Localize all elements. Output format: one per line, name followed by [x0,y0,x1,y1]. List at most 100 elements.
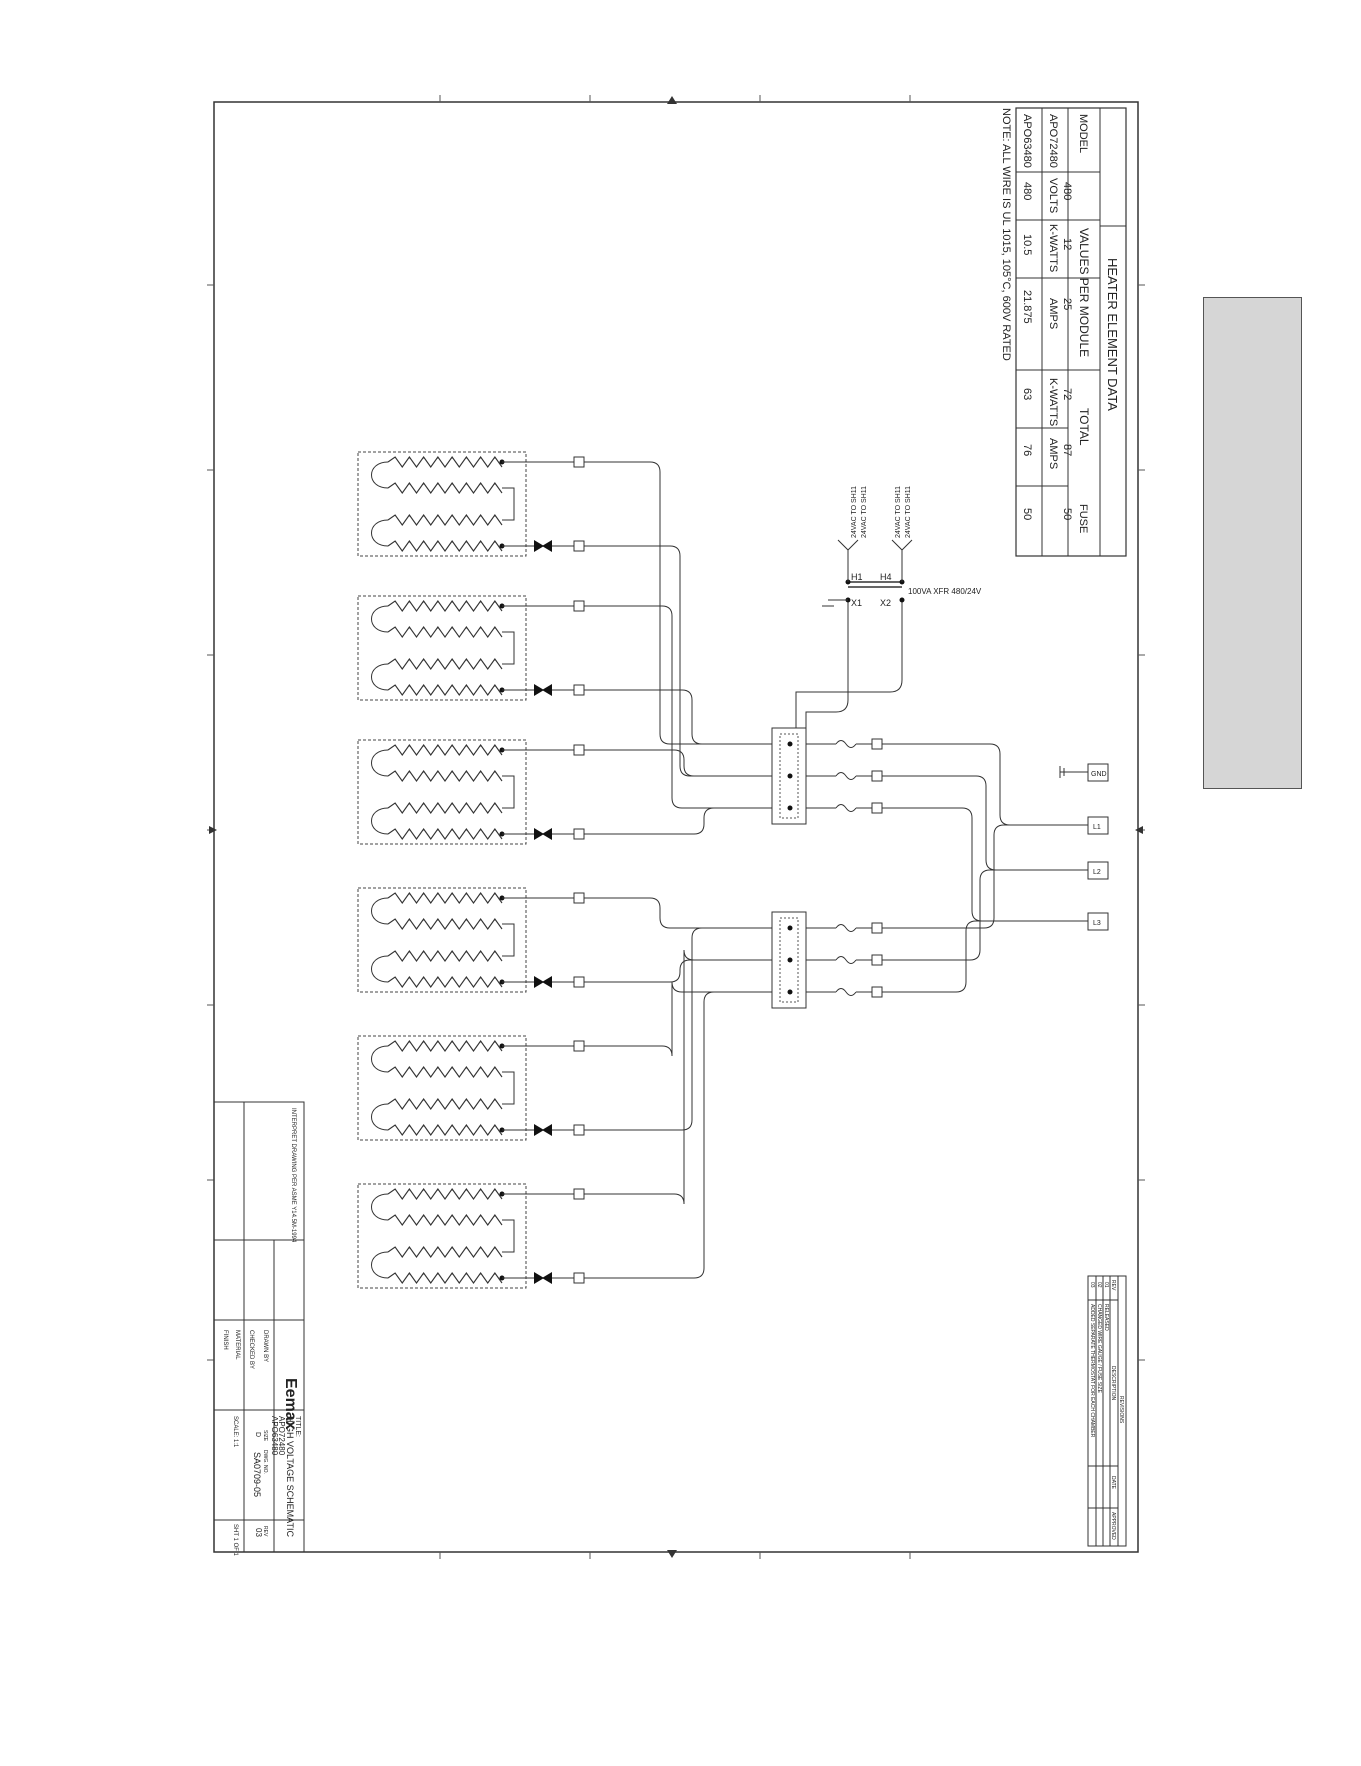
row1-volts: 480 [1061,182,1073,200]
route-wire [584,807,772,835]
route-wire [584,545,772,777]
chamber-outline [357,887,527,993]
title-label: TITLE: [294,1416,301,1437]
lead-2: 24VAC TO SH11 [861,486,868,538]
heating-element [387,684,503,696]
contactor-pole [787,773,793,779]
contactor-pole [787,957,793,963]
heating-element [387,802,503,814]
element-loop [371,1045,389,1073]
col-total-kwatts: K-WATTS [1047,378,1059,426]
title-block: INTERPRET DRAWING PER ASME Y14.5M-1994 D… [213,1101,305,1557]
transformer-feed [795,600,903,728]
terminal-l3: L3 [1093,920,1101,927]
supply-wire [882,807,1088,922]
fuse-symbol [835,956,857,964]
terminal-x2: X2 [880,598,891,608]
heating-element [387,540,503,552]
col-fuse: FUSE [1077,504,1089,533]
thermostat-symbol [542,1124,552,1136]
lead-1: 24VAC TO SH11 [851,486,858,538]
heating-element [387,456,503,468]
thermostat-symbol [534,684,544,696]
col-amps: AMPS [1047,298,1059,329]
thermostat-symbol [534,828,544,840]
heater-chamber [357,927,772,1141]
control-transformer: H1 H4 X1 X2 100VA XFR 480/24V 24VAC TO S… [822,486,982,608]
total-header: TOTAL [1077,408,1091,446]
dwg-no-value: SA0709-05 [252,1452,262,1497]
drawing-model-2: APO63480 [270,1416,279,1456]
heater-chamber [357,595,772,809]
col-volts: VOLTS [1047,178,1059,213]
supply-wire [882,743,1088,826]
element-loop [371,519,389,547]
center-mark-bottom [667,1550,677,1558]
element-loop [371,1251,389,1279]
heating-element [387,626,503,638]
route-wire [584,991,772,1279]
size-value: D [254,1432,261,1437]
brand-logo: Eemax [282,1378,299,1430]
heater-data-title: HEATER ELEMENT DATA [1105,258,1120,411]
scale-label: SCALE: 1:1 [232,1416,238,1448]
wire-connector [573,1272,585,1284]
chamber-outline [357,1183,527,1289]
element-loop [371,605,389,633]
route-wire [584,605,772,809]
element-loop [371,955,389,983]
row2-kwatts: 10.5 [1021,234,1033,255]
row1-fuse: 50 [1061,508,1073,520]
row2-volts: 480 [1021,182,1033,200]
fuse-symbol [835,924,857,932]
rev3-desc: ADDED SEPARATE THERMOSTAT FOR EACH CHAMB… [1089,1304,1095,1438]
chamber-outline [357,595,527,701]
row1-total-kwatts: 72 [1061,388,1073,400]
rev1-desc: RELEASED [1103,1304,1109,1331]
sheet-label: SHT 1 OF 1 [232,1524,238,1557]
supply-wire [882,920,1088,993]
heating-element [387,1124,503,1136]
contactor-pole [787,925,793,931]
heating-element [387,828,503,840]
fuse-symbol [835,772,857,780]
row1-model: APO72480 [1047,114,1059,168]
drawing-border [213,101,1139,1553]
thermostat-symbol [534,976,544,988]
thermostat-symbol [534,540,544,552]
revisions-block: REVISIONS REV DESCRIPTION DATE APPROVED … [1087,1275,1127,1547]
terminal-l1: L1 [1093,824,1101,831]
route-wire [584,461,772,745]
heating-element [387,950,503,962]
finish-label: FINISH [222,1330,228,1350]
side-panel [1203,297,1302,789]
chamber-outline [357,1035,527,1141]
rev-col-rev: REV [1110,1280,1116,1291]
terminal-gnd: GND [1091,771,1107,778]
interpret-note: INTERPRET DRAWING PER ASME Y14.5M-1994 [290,1108,296,1243]
rev2-desc: CHANGED WIRE GAUGE / FUSE SIZE [1096,1304,1102,1394]
wire-connector [871,922,883,934]
route-wire [584,949,772,1205]
transformer-feed [805,600,849,744]
contactor-coil [779,917,799,1003]
supply-wire [882,869,1088,961]
row2-model: APO63480 [1021,114,1033,168]
contactors [771,600,1088,1009]
wire-connector [573,1124,585,1136]
heating-element [387,514,503,526]
route-wire [584,927,772,1131]
thermostat-symbol [542,828,552,840]
rev-value: 03 [254,1528,263,1537]
heater-data-table: HEATER ELEMENT DATA VALUES PER MODULE TO… [1015,107,1127,557]
col-model: MODEL [1077,114,1089,153]
heating-element [387,770,503,782]
heater-chambers [357,451,772,1289]
heating-element [387,1098,503,1110]
checked-by-label: CHECKED BY [248,1330,254,1369]
element-jumper [502,923,515,957]
thermostat-symbol [534,1124,544,1136]
heating-element [387,892,503,904]
fuse-symbol [835,988,857,996]
